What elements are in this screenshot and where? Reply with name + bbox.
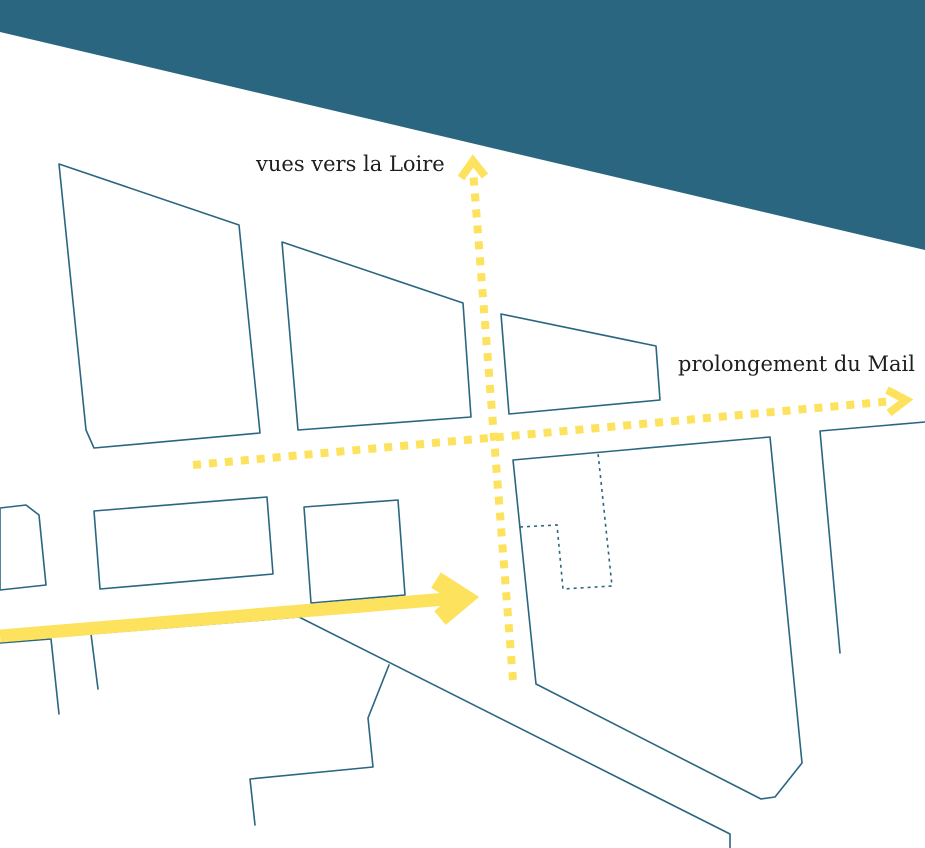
loire-axis-dotted-line — [469, 169, 517, 681]
loire-view-axis — [457, 154, 517, 681]
mail-extension-axis — [192, 386, 914, 469]
building-blocks — [0, 163, 925, 848]
dashed-plot-outline — [519, 452, 613, 590]
chevron-right-icon — [885, 386, 914, 417]
street-outline — [249, 664, 390, 826]
building-block — [93, 496, 274, 590]
building-block — [58, 163, 261, 449]
building-block — [512, 436, 803, 800]
street-outline — [90, 616, 731, 848]
chevron-right-icon — [431, 572, 480, 625]
main-axis-line — [0, 591, 459, 643]
loire-view-label: vues vers la Loire — [255, 152, 445, 176]
building-block — [281, 241, 472, 431]
building-block — [500, 313, 661, 415]
building-block — [0, 504, 47, 591]
chevron-up-icon — [457, 154, 489, 181]
street-outline — [819, 421, 925, 654]
loire-river — [0, 0, 925, 250]
mail-axis-dotted-line — [192, 397, 894, 469]
main-axis — [0, 572, 480, 643]
mail-extension-label: prolongement du Mail — [678, 352, 915, 376]
building-block — [303, 499, 406, 604]
street-outline — [0, 638, 60, 715]
